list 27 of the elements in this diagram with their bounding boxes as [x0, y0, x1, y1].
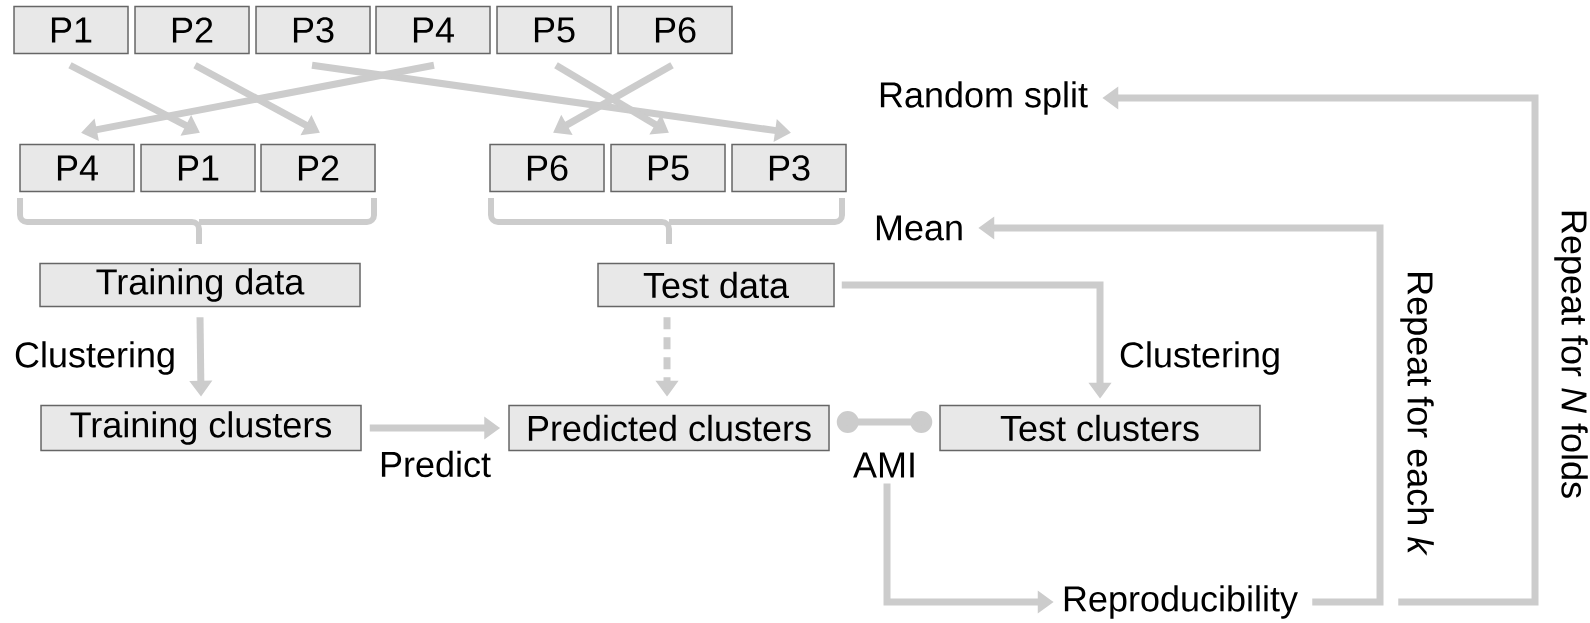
edge-label: Predict: [378, 449, 493, 479]
process-box: P2: [134, 5, 250, 55]
step-label: Random split: [880, 81, 1088, 115]
process-box: P1: [13, 5, 129, 55]
process-box: Training data: [39, 262, 361, 308]
step-label: AMI: [853, 452, 914, 478]
process-box: Test clusters: [939, 404, 1261, 452]
process-box: Predicted clusters: [508, 404, 830, 452]
step-label: Reproducibility: [1064, 585, 1298, 619]
process-box: Training clusters: [40, 404, 362, 452]
process-box: P4: [375, 5, 491, 55]
process-box: P3: [731, 143, 847, 193]
process-box: P2: [260, 143, 376, 193]
edge-label: Repeat for each k: [1399, 269, 1435, 557]
process-box: P1: [140, 143, 256, 193]
process-box: P6: [489, 143, 605, 193]
edge-label: Clustering: [13, 340, 178, 376]
process-box: Test data: [597, 262, 835, 308]
process-box: P6: [617, 5, 733, 55]
process-box: P4: [19, 143, 135, 193]
process-box: P3: [255, 5, 371, 55]
edge-label: Repeat for N folds: [1553, 207, 1589, 501]
process-box: P5: [496, 5, 612, 55]
edge-label: Clustering: [1117, 340, 1283, 376]
connector: [836, 411, 933, 433]
step-label: Mean: [876, 215, 962, 241]
process-box: P5: [610, 143, 726, 193]
